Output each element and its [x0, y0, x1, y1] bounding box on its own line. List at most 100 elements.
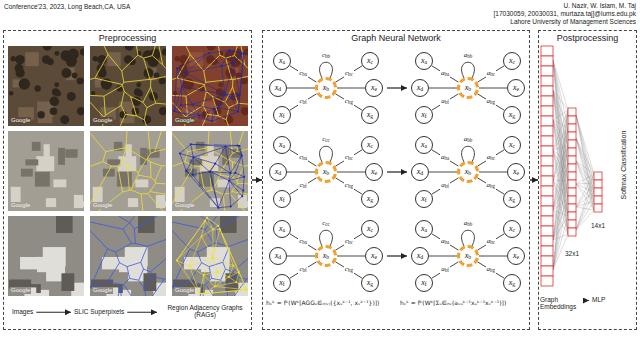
weight-line: [553, 90, 568, 216]
symbol-subscript: e: [375, 254, 378, 260]
edge-weight: cbc: [344, 70, 354, 78]
symbol-letter: a: [487, 181, 491, 189]
node-label: xb: [465, 252, 471, 260]
stage-label: Images: [12, 308, 33, 315]
symbol-subscript: bg: [490, 184, 495, 189]
region-dot: [237, 144, 239, 146]
embedding-cell: [541, 236, 553, 246]
embedding-cell: [541, 206, 553, 216]
weight-line: [553, 216, 568, 240]
symbol-letter: a: [441, 181, 445, 189]
weight-line: [553, 181, 568, 210]
symbol-subscript: g: [370, 113, 373, 119]
weight-line: [553, 120, 568, 163]
embedding-cell: [541, 186, 553, 196]
map-watermark: Google: [92, 202, 113, 209]
loop-weight: abb: [463, 219, 474, 227]
layer-arrow: [387, 171, 407, 172]
symbol-letter: x: [465, 167, 469, 176]
weight-line: [553, 90, 568, 234]
symbol-letter: a: [441, 97, 445, 105]
output-cell: [594, 196, 602, 204]
building-block: [156, 195, 165, 208]
node-label: xc: [509, 57, 515, 65]
embedding-cell: [541, 226, 553, 236]
symbol-subscript: bg: [490, 100, 495, 105]
region-dot: [176, 259, 178, 261]
symbol-subscript: bb: [467, 138, 472, 143]
graph-node: xa: [415, 136, 433, 154]
symbol-letter: a: [487, 237, 491, 245]
tree-blob: [54, 51, 59, 56]
embedding-cell: [541, 276, 553, 286]
weight-line: [553, 145, 568, 210]
self-loop: [320, 146, 333, 162]
update-formula: hᵥᵏ = fᵏ(Wᵏ[AGGᵤ∈ₙ₍ᵥ₎({xᵤᵏ⁻¹, xᵥᵏ⁻¹})]): [266, 300, 396, 307]
dimension-label: 32x1: [565, 250, 579, 257]
edge-weight: abf: [440, 182, 450, 190]
connector: [432, 150, 459, 167]
symbol-subscript: d: [278, 254, 281, 260]
connector: [287, 88, 315, 89]
layer-arrow: [387, 87, 407, 88]
symbol-subscript: c: [371, 59, 374, 65]
tree-blob: [60, 115, 69, 124]
symbol-letter: x: [513, 167, 517, 176]
graph-node: xf: [273, 190, 291, 208]
graph-node: xd: [269, 79, 287, 97]
loop-weight: abb: [463, 135, 474, 143]
node-label: xf: [421, 111, 426, 119]
region-dot: [232, 62, 234, 64]
building-block: [46, 198, 56, 207]
connector: [335, 178, 362, 195]
symbol-subscript: a: [425, 227, 428, 233]
tree-blob: [42, 55, 50, 63]
symbol-subscript: d: [420, 170, 423, 176]
tree-blob: [55, 90, 61, 96]
connector: [479, 172, 507, 173]
hidden-cell: [568, 164, 576, 172]
symbol-letter: x: [279, 278, 283, 287]
node-label: xf: [279, 279, 284, 287]
panel-title: Postprocessing: [539, 33, 636, 43]
graph-node: xc: [503, 220, 521, 238]
symbol-subscript: a: [283, 59, 286, 65]
graph-node: xc: [361, 220, 379, 238]
building-block: [58, 148, 65, 165]
weight-line: [553, 163, 568, 210]
graph-node: xc: [361, 136, 379, 154]
graph-node: xd: [411, 163, 429, 181]
region-dot: [217, 225, 219, 227]
symbol-subscript: ba: [302, 156, 307, 161]
satellite-image: [90, 131, 166, 211]
hidden-cell: [568, 212, 576, 220]
symbol-subscript: g: [512, 281, 515, 287]
tree-blob: [143, 68, 153, 78]
connector: [252, 179, 262, 181]
building-block: [37, 257, 56, 272]
output-cell: [594, 188, 602, 196]
node-label: xa: [421, 141, 427, 149]
building-block: [74, 195, 83, 208]
edge-weight: cbg: [344, 98, 354, 106]
node-label: xe: [371, 252, 377, 260]
building-block: [175, 187, 185, 204]
tree-blob: [35, 85, 41, 91]
connector: [290, 66, 317, 83]
image-ground: [8, 131, 84, 211]
tree-blob: [54, 82, 59, 87]
image-ground: [172, 46, 248, 126]
mlp-weights: [553, 60, 594, 270]
region-dot: [219, 228, 221, 230]
node-label: xc: [367, 57, 373, 65]
symbol-letter: c: [345, 97, 348, 105]
loop-weight: abb: [463, 51, 474, 59]
region-dot: [179, 153, 181, 155]
symbol-letter: x: [513, 251, 517, 260]
graph-node: xa: [273, 52, 291, 70]
node-label: xe: [513, 252, 519, 260]
node-label: xe: [513, 168, 519, 176]
connector: [429, 172, 457, 173]
edge-weight: abg: [486, 98, 497, 106]
symbol-letter: x: [367, 278, 371, 287]
